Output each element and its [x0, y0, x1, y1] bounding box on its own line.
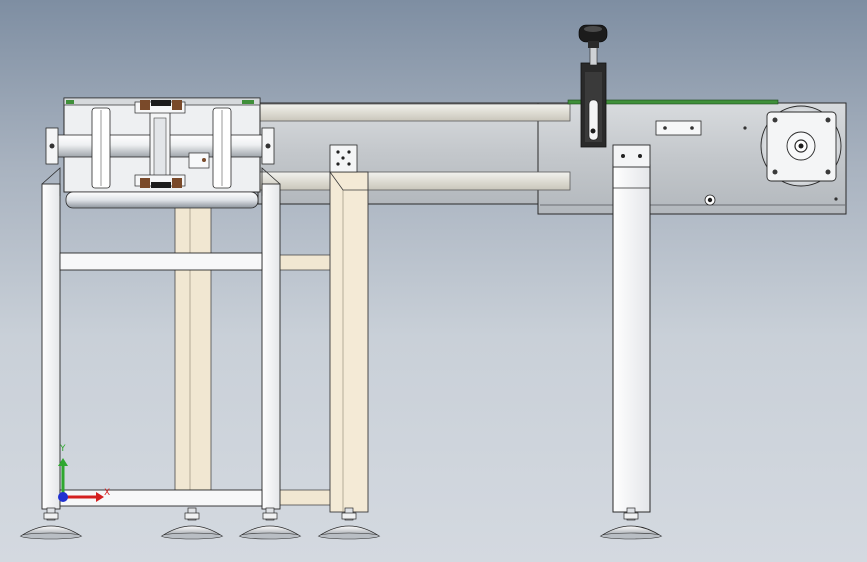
- bearing-top: [134, 100, 186, 114]
- axis-triad-icon: [58, 458, 104, 502]
- left-frame[interactable]: [41, 167, 281, 510]
- triad-y-label: Y: [60, 444, 66, 454]
- right-leg[interactable]: [612, 144, 651, 513]
- leveling-foot: [317, 507, 381, 540]
- belt-edge: [567, 99, 779, 105]
- middle-leg[interactable]: [329, 144, 369, 513]
- triad-x-label: X: [104, 488, 111, 498]
- leveling-foot: [599, 507, 663, 540]
- motor-icon[interactable]: [760, 105, 842, 187]
- bearing-bottom: [134, 174, 186, 188]
- mount-bracket: [329, 144, 358, 173]
- leveling-foot: [160, 507, 224, 540]
- leveling-foot: [238, 507, 302, 540]
- idler-roller: [65, 191, 259, 209]
- rear-frame[interactable]: [174, 204, 333, 506]
- tensioner-bracket[interactable]: [578, 24, 608, 148]
- lower-guide-strip: [257, 171, 571, 191]
- head-roller-assembly[interactable]: [45, 97, 275, 209]
- label-plate: [655, 120, 702, 136]
- upper-guide-strip: [257, 103, 571, 122]
- leveling-foot: [19, 507, 83, 540]
